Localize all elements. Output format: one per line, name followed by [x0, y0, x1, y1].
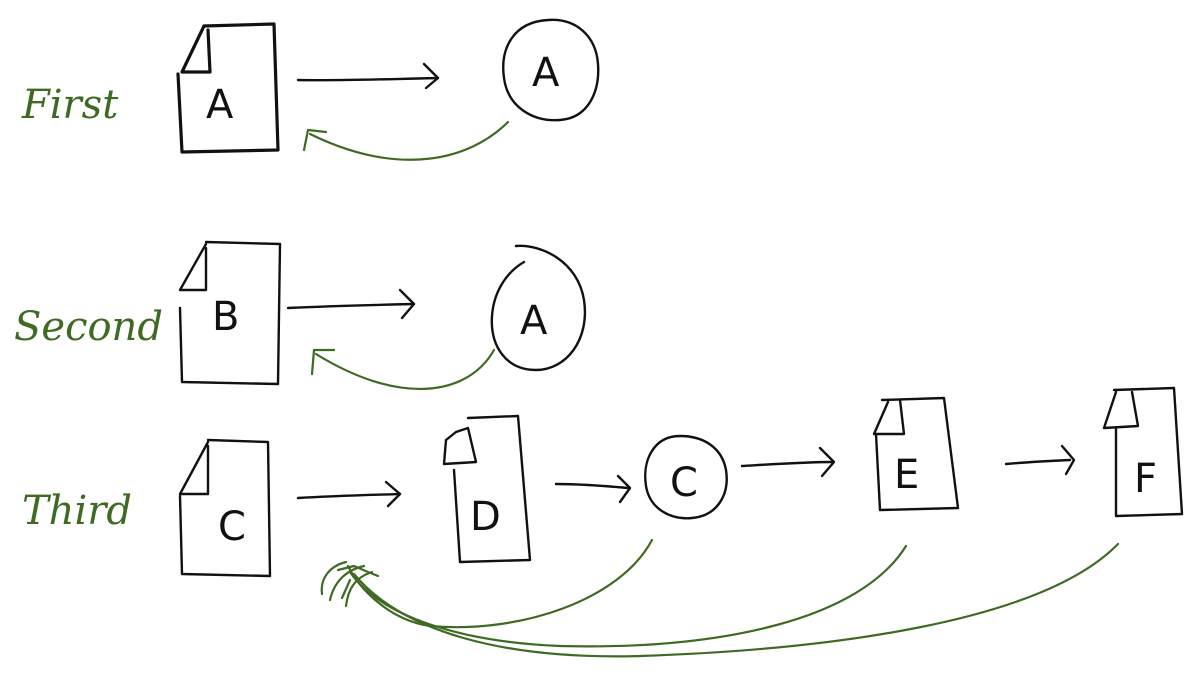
- second-doc-node: B: [178, 240, 282, 386]
- first-doc-node: A: [176, 22, 280, 154]
- third-doc-d-letter: D: [470, 494, 501, 540]
- third-arrow-d-to-circle: [554, 474, 632, 504]
- first-forward-arrow: [296, 62, 440, 90]
- second-circle-node: A: [490, 244, 587, 372]
- third-doc-e-node: E: [872, 396, 960, 512]
- third-return-arrow-from-e: [348, 544, 908, 648]
- third-return-arrowheads: [320, 560, 380, 608]
- third-doc-c-letter: C: [218, 504, 246, 550]
- third-return-arrow-from-f: [352, 542, 1120, 658]
- first-circle-node: A: [502, 18, 600, 122]
- third-arrow-e-to-f: [1004, 444, 1076, 476]
- third-arrow-c-to-d: [296, 480, 402, 508]
- row-label-first: First: [21, 82, 119, 128]
- row-label-second: Second: [14, 304, 163, 350]
- first-circle-letter: A: [532, 50, 560, 96]
- first-doc-letter: A: [206, 82, 234, 128]
- third-circle-letter: C: [670, 460, 698, 506]
- third-circle-node: C: [644, 434, 728, 520]
- second-doc-letter: B: [212, 294, 239, 340]
- row-label-third: Third: [22, 488, 132, 534]
- third-doc-f-letter: F: [1134, 456, 1157, 502]
- second-forward-arrow: [286, 288, 416, 320]
- third-doc-c-node: C: [178, 438, 272, 578]
- second-return-arrow: [310, 348, 496, 391]
- second-circle-letter: A: [520, 298, 548, 344]
- third-return-arrow-from-c: [346, 538, 654, 629]
- first-return-arrow: [302, 120, 510, 161]
- third-arrow-circle-to-e: [740, 446, 836, 478]
- third-doc-f-node: F: [1102, 386, 1184, 518]
- third-doc-d-node: D: [442, 414, 532, 564]
- third-doc-e-letter: E: [894, 452, 919, 498]
